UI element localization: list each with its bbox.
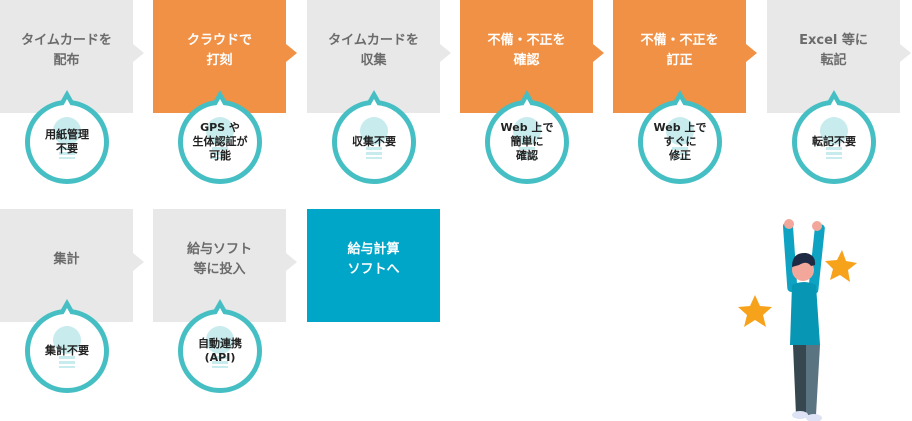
step-label: タイムカードを 収集 — [328, 32, 419, 68]
lightbulb-icon — [360, 117, 388, 145]
benefit-label: 用紙管理 不要 — [45, 128, 89, 155]
benefit-label: Web 上で すぐに 修正 — [653, 121, 707, 162]
lightbulb-icon — [206, 117, 234, 145]
lightbulb-icon — [53, 117, 81, 145]
lightbulb-base-icon — [212, 356, 228, 368]
benefit-bubble: 集計不要 — [25, 299, 109, 393]
step-label: タイムカードを 配布 — [21, 32, 112, 68]
benefit-label: 転記不要 — [812, 135, 856, 148]
arrow-right-icon — [286, 44, 297, 62]
benefit-label: 収集不要 — [352, 135, 396, 148]
arrow-right-icon — [133, 44, 144, 62]
step-label: クラウドで 打刻 — [186, 32, 252, 68]
celebrating-person-illustration — [738, 219, 857, 421]
benefit-label: Web 上で 簡単に 確認 — [500, 121, 554, 162]
step-box: 給与計算 ソフトへ — [307, 209, 440, 322]
lightbulb-icon — [820, 117, 848, 145]
lightbulb-base-icon — [59, 356, 75, 368]
lightbulb-base-icon — [366, 147, 382, 159]
lightbulb-base-icon — [519, 147, 535, 159]
arrow-right-icon — [286, 253, 297, 271]
step-label: 給与計算 ソフトへ — [347, 241, 400, 277]
benefit-bubble: 用紙管理 不要 — [25, 90, 109, 184]
arrow-right-icon — [593, 44, 604, 62]
lightbulb-icon — [206, 326, 234, 354]
arrow-right-icon — [133, 253, 144, 271]
step-label: 給与ソフト 等に投入 — [186, 241, 252, 277]
step-label: 不備・不正を 確認 — [487, 32, 566, 68]
lightbulb-base-icon — [212, 147, 228, 159]
lightbulb-icon — [666, 117, 694, 145]
lightbulb-base-icon — [59, 147, 75, 159]
benefit-bubble: Web 上で 簡単に 確認 — [485, 90, 569, 184]
benefit-bubble: Web 上で すぐに 修正 — [638, 90, 722, 184]
arrow-right-icon — [900, 44, 911, 62]
benefit-label: 自動連携 (API) — [198, 337, 242, 364]
star-icon — [738, 295, 772, 327]
lightbulb-icon — [513, 117, 541, 145]
arrow-right-icon — [440, 44, 451, 62]
lightbulb-base-icon — [826, 147, 842, 159]
step-label: 不備・不正を 訂正 — [640, 32, 719, 68]
step-label: 集計 — [53, 251, 80, 267]
benefit-bubble: GPS や 生体認証が 可能 — [178, 90, 262, 184]
benefit-label: GPS や 生体認証が 可能 — [192, 121, 248, 162]
arrow-right-icon — [746, 44, 757, 62]
benefit-bubble: 自動連携 (API) — [178, 299, 262, 393]
lightbulb-icon — [53, 326, 81, 354]
lightbulb-base-icon — [672, 147, 688, 159]
benefit-bubble: 転記不要 — [792, 90, 876, 184]
benefit-label: 集計不要 — [45, 344, 89, 357]
star-icon — [825, 250, 857, 282]
step-label: Excel 等に 転記 — [799, 32, 868, 68]
benefit-bubble: 収集不要 — [332, 90, 416, 184]
